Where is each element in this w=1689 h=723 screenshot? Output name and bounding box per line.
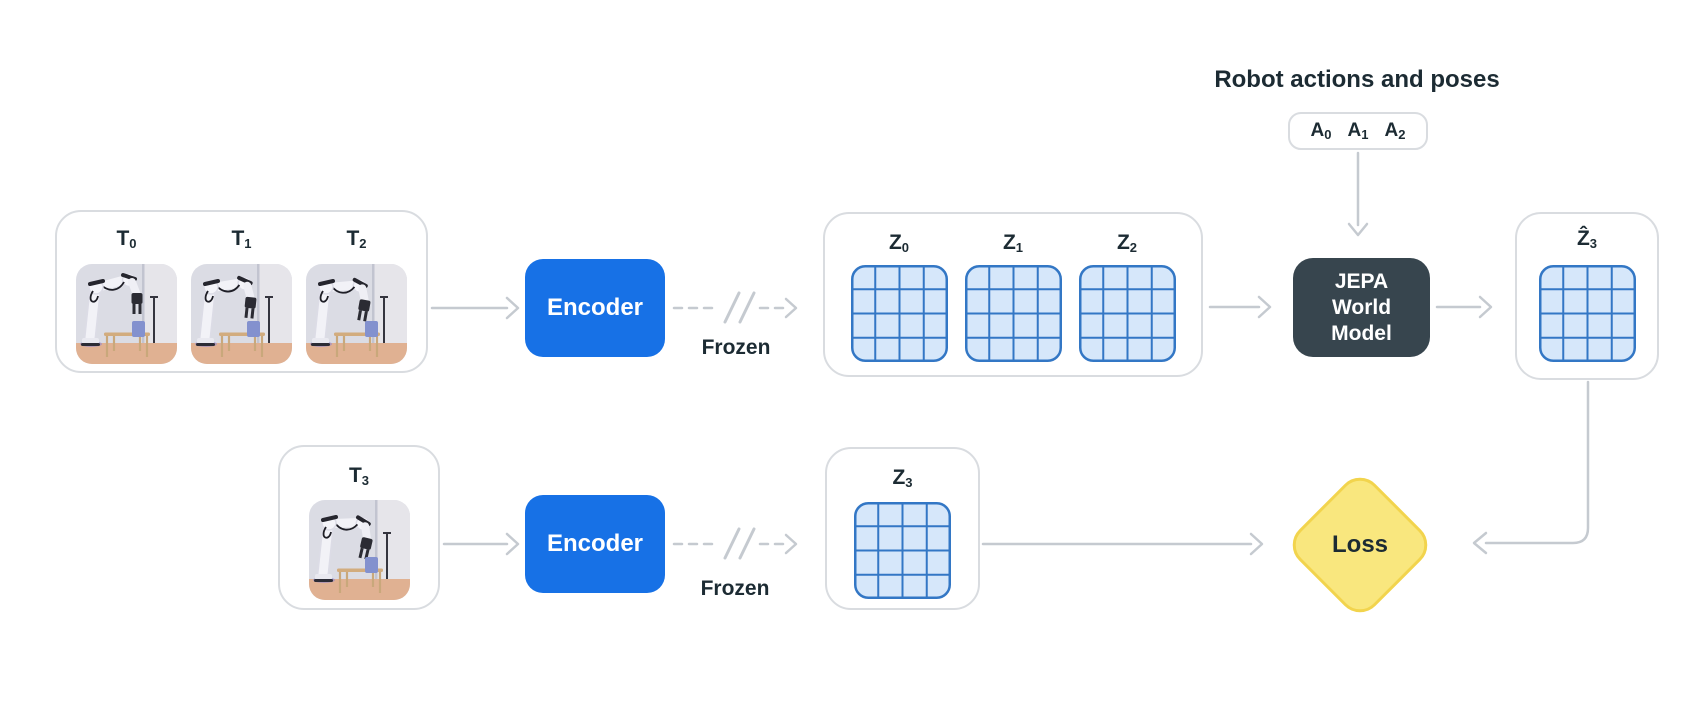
- robot-arm: [313, 515, 373, 582]
- robot-actions-box: A0 A1 A2: [1288, 112, 1428, 150]
- latent-z3: Z3: [854, 465, 951, 608]
- robot-frame-image-t0: [76, 264, 177, 364]
- frame-t3: T3: [308, 463, 410, 608]
- arrowhead-icon: [1478, 295, 1493, 319]
- robot-arm: [196, 275, 257, 346]
- loss-label: Loss: [1331, 530, 1389, 558]
- latent-z1: Z1: [964, 230, 1062, 375]
- action-token-a2: A2: [1384, 120, 1406, 142]
- robot-arm-photo: [191, 264, 292, 364]
- latent-label-z2: Z2: [1116, 231, 1138, 255]
- frame-t2: T2: [306, 226, 407, 371]
- action-token-a1: A1: [1347, 120, 1369, 142]
- frame-t0: T0: [76, 226, 177, 371]
- frame-label-t2: T2: [346, 227, 367, 251]
- latent-label-z0: Z0: [888, 231, 910, 255]
- latent-label-z1: Z1: [1002, 231, 1024, 255]
- arrowhead-icon: [784, 533, 798, 555]
- action-token-a0: A0: [1310, 120, 1332, 142]
- target-frame-box: T3: [278, 445, 440, 610]
- robot-frame-image-t2: [306, 264, 407, 364]
- frozen-label-bottom: Frozen: [700, 577, 770, 600]
- robot-frame-image-t3: [308, 500, 410, 600]
- connector-prediction-to-loss: [1484, 380, 1590, 545]
- robot-arm-photo: [306, 264, 407, 364]
- frame-t1: T1: [191, 226, 292, 371]
- frozen-slashes-icon-top: [723, 291, 756, 324]
- world-model-line: JEPA: [1334, 269, 1389, 293]
- latent-grid: [1538, 265, 1636, 362]
- prediction-label: Ẑ3: [1576, 227, 1598, 251]
- latent-label-z3: Z3: [892, 466, 913, 490]
- arrowhead-icon: [1347, 222, 1369, 237]
- robot-arm-photo: [308, 500, 410, 600]
- frozen-label-top: Frozen: [701, 336, 771, 359]
- predicted-latent: Ẑ3: [1538, 226, 1636, 378]
- arrowhead-icon: [1249, 532, 1264, 556]
- arrowhead-icon: [505, 532, 520, 556]
- latent-z2: Z2: [1078, 230, 1176, 375]
- latent-grid: [1078, 265, 1176, 362]
- robot-arm: [311, 277, 371, 346]
- frame-label-t3: T3: [348, 464, 370, 488]
- latent-grid: [964, 265, 1062, 362]
- arrowhead-icon: [505, 296, 520, 320]
- robot-arm: [81, 272, 143, 346]
- robot-frame-image-t1: [191, 264, 292, 364]
- latent-grid: [854, 502, 951, 599]
- arrowhead-icon: [1257, 295, 1272, 319]
- encoder-box-bottom: Encoder: [525, 495, 665, 593]
- robot-arm-photo: [76, 264, 177, 364]
- target-latent-box: Z3: [825, 447, 980, 610]
- latent-grid: [850, 265, 948, 362]
- prediction-box: Ẑ3: [1515, 212, 1659, 380]
- latents-box: Z0 Z1 Z2: [823, 212, 1203, 377]
- latent-z0: Z0: [850, 230, 948, 375]
- robot-actions-title: Robot actions and poses: [1214, 66, 1500, 93]
- world-model-line: Model: [1331, 321, 1392, 345]
- input-frames-box: T0 T1: [55, 210, 428, 373]
- arrowhead-icon: [784, 297, 798, 319]
- arrowhead-icon: [1472, 531, 1488, 555]
- frozen-slashes-icon-bottom: [723, 527, 756, 560]
- frame-label-t0: T0: [116, 227, 137, 251]
- encoder-box-top: Encoder: [525, 259, 665, 357]
- jepa-world-model-box: JEPA World Model: [1293, 258, 1430, 357]
- frame-label-t1: T1: [231, 227, 252, 251]
- world-model-line: World: [1331, 295, 1392, 319]
